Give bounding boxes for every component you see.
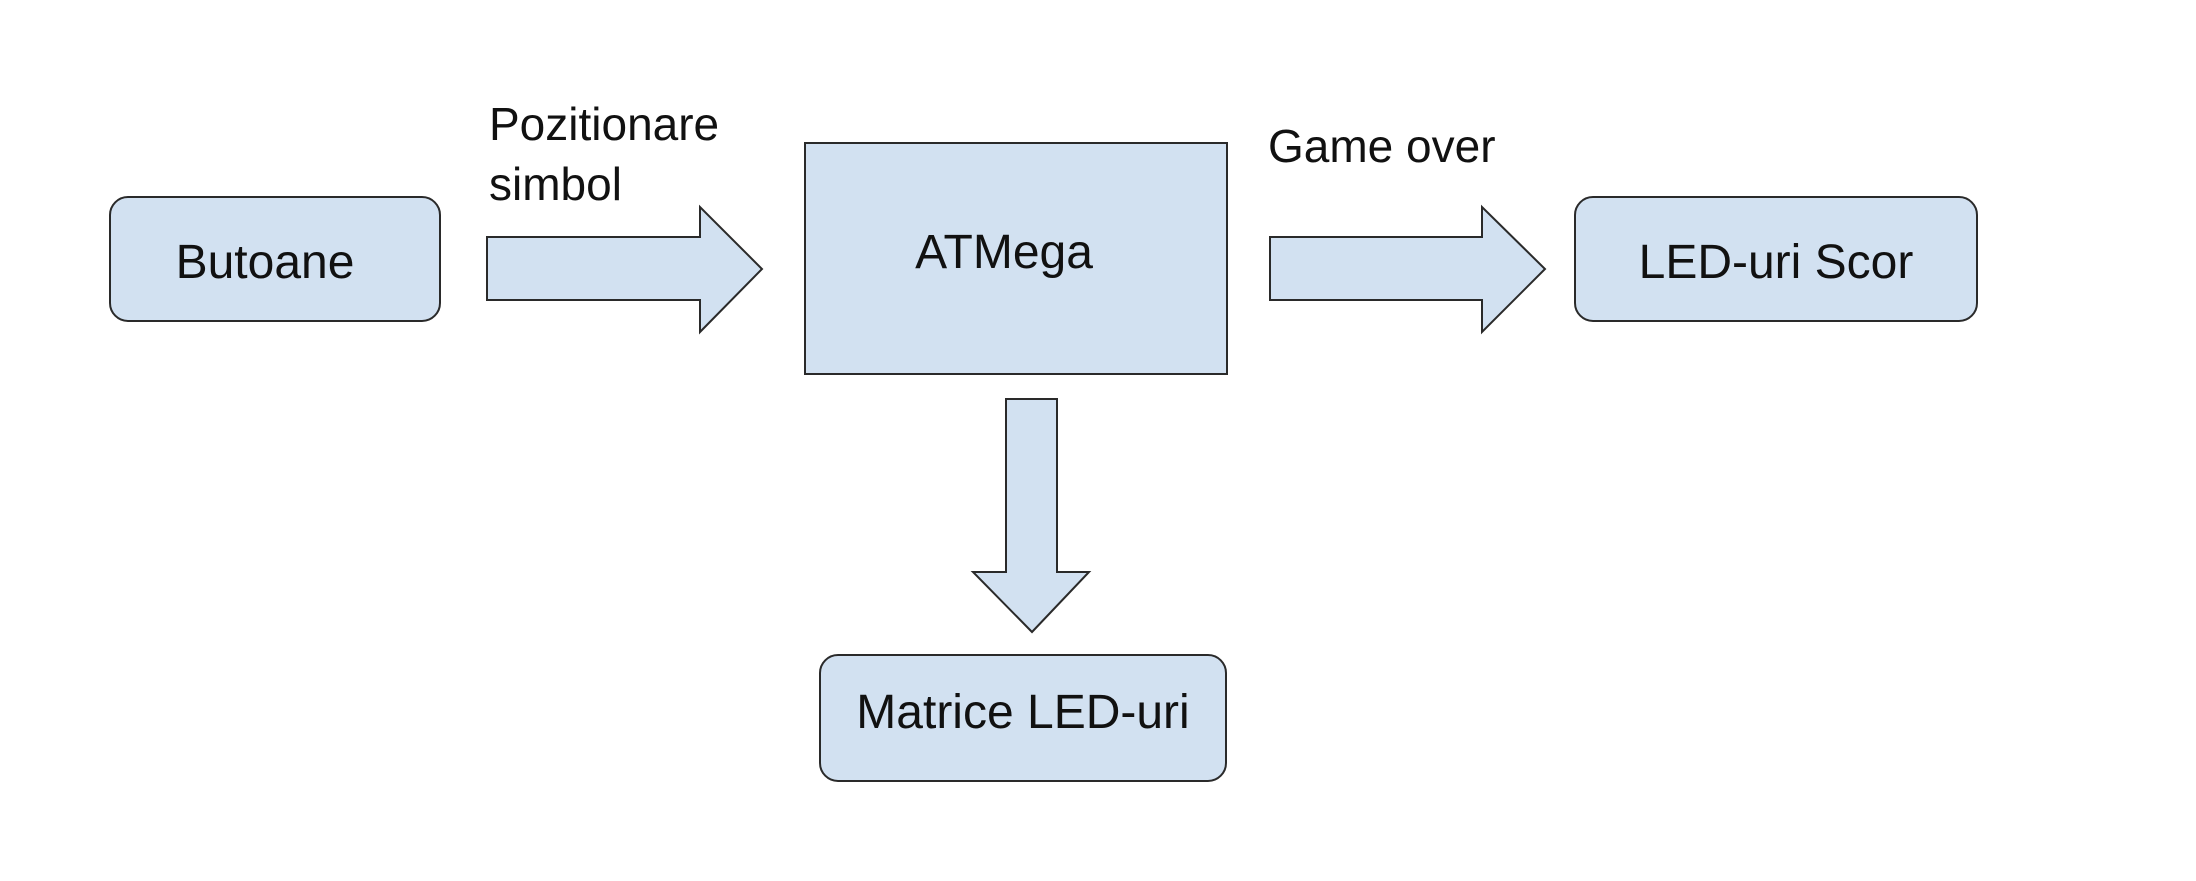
- node-butoane-box: [109, 196, 441, 322]
- node-atmega-box: [804, 142, 1228, 375]
- node-matrice-led-uri-label: Matrice LED-uri: [856, 686, 1189, 739]
- right-arrow-icon: [486, 204, 764, 335]
- node-led-uri-scor: LED-uri Scor: [1574, 196, 1978, 322]
- edge-buttons-to-mcu-label-line1: Pozitionare: [489, 98, 719, 150]
- node-matrice-led-uri: Matrice LED-uri: [819, 654, 1227, 782]
- node-atmega-label: ATMega: [915, 226, 1093, 279]
- down-arrow-icon: [970, 398, 1092, 634]
- node-matrice-led-uri-box: [819, 654, 1227, 782]
- node-atmega: ATMega: [804, 142, 1228, 375]
- edge-mcu-to-score-label: Game over: [1268, 120, 1496, 172]
- node-butoane: Butoane: [109, 196, 441, 322]
- node-led-uri-scor-box: [1574, 196, 1978, 322]
- edge-buttons-to-mcu: Pozitionare simbol: [486, 98, 764, 335]
- edge-mcu-to-matrix: [970, 398, 1092, 634]
- edge-mcu-to-score: Game over: [1268, 120, 1547, 335]
- edge-buttons-to-mcu-label-line2: simbol: [489, 158, 622, 210]
- right-arrow-icon: [1269, 204, 1547, 335]
- node-butoane-label: Butoane: [176, 236, 355, 289]
- node-led-uri-scor-label: LED-uri Scor: [1639, 236, 1914, 289]
